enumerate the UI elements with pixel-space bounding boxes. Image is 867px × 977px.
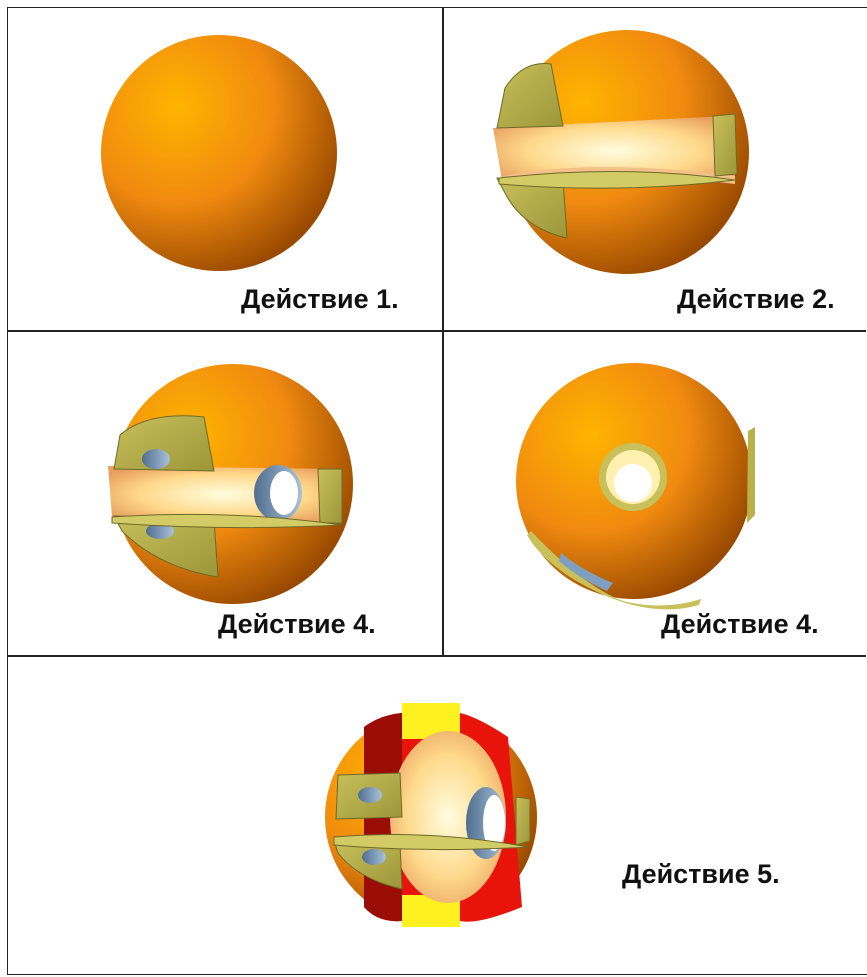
panel-action-4b: Действие 4.	[443, 331, 867, 655]
solid-sphere-image	[101, 35, 337, 271]
panel-label: Действие 2.	[677, 284, 835, 314]
panel-label: Действие 4.	[661, 609, 819, 639]
sphere-rings-image	[325, 703, 537, 927]
panel-action-4a: Действие 4.	[8, 331, 442, 655]
grid-divider-row-2	[8, 655, 866, 657]
sphere-hole-back-image	[516, 363, 755, 610]
sphere-slot-hole-image	[108, 364, 353, 604]
figure-grid: Действие 1. Действие 2.	[7, 7, 867, 975]
panel-label: Действие 5.	[622, 859, 780, 889]
panel-action-5: Действие 5.	[8, 657, 867, 975]
sphere-slot-cut-image	[493, 30, 749, 274]
panel-label: Действие 1.	[241, 284, 399, 314]
grid-divider-vertical	[442, 8, 444, 655]
grid-divider-row-1	[8, 330, 866, 332]
panel-action-1: Действие 1.	[8, 8, 442, 330]
panel-action-2: Действие 2.	[443, 8, 867, 330]
panel-label: Действие 4.	[218, 609, 376, 639]
